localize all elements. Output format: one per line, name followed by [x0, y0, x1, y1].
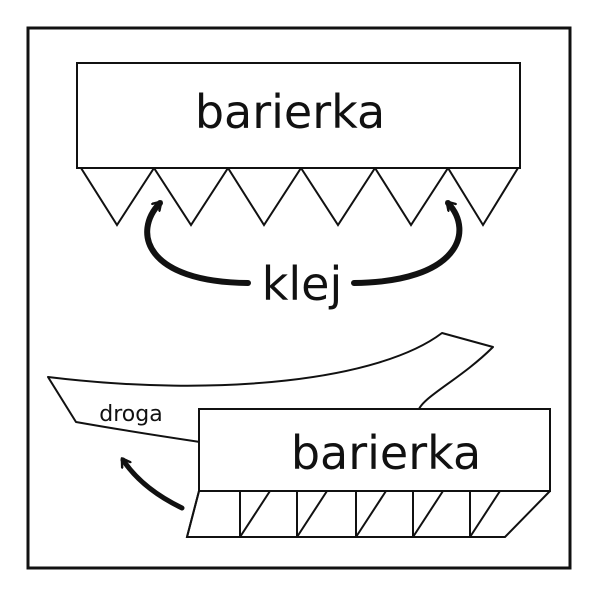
top-tooth-2	[152, 167, 230, 227]
bottom-barrier-group: barierka	[185, 408, 551, 538]
bottom-teeth-slants	[186, 490, 501, 538]
bottom-barrier-box	[198, 408, 551, 492]
top-tooth-3	[226, 167, 303, 227]
top-tooth-5	[373, 167, 450, 227]
glue-arrow-left	[144, 200, 251, 286]
road-label: droga	[99, 402, 162, 427]
top-barrier-box	[76, 62, 521, 169]
top-teeth	[79, 167, 520, 227]
bottom-barrier-label: barierka	[291, 426, 481, 480]
bottom-teeth	[185, 490, 551, 538]
glue-arrow-right	[351, 200, 463, 286]
top-barrier-group: barierka	[76, 62, 521, 227]
top-tooth-6	[446, 167, 520, 227]
road-arrow	[120, 460, 185, 511]
top-tooth-4	[299, 167, 377, 227]
glue-label: klej	[262, 257, 343, 311]
top-barrier-label: barierka	[195, 85, 385, 139]
top-tooth-1	[79, 167, 156, 227]
